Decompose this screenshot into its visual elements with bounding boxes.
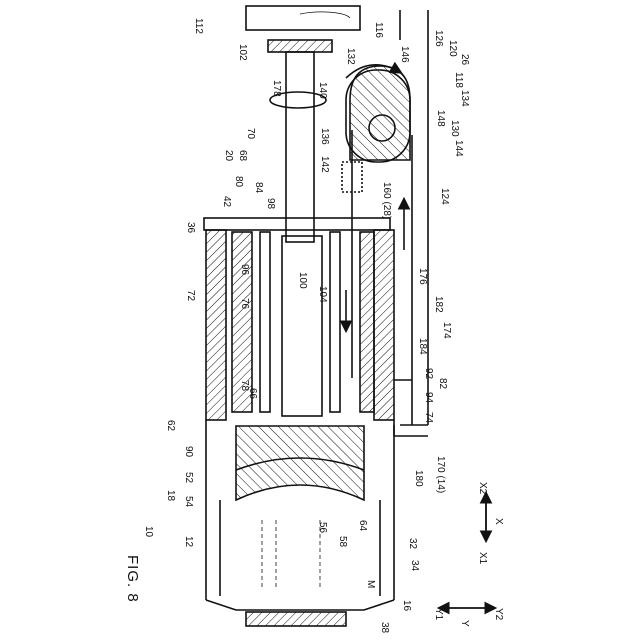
ref-label-62: 62 — [165, 420, 176, 432]
ref-label-96: 96 — [239, 264, 250, 276]
ref-label-32: 32 — [407, 538, 418, 550]
ref-label-98: 98 — [265, 198, 276, 210]
side-rail — [400, 10, 428, 425]
cartridge — [206, 500, 394, 626]
ref-label-12: 12 — [183, 536, 194, 548]
ref-label-144: 144 — [453, 140, 464, 157]
ref-label-176: 176 — [417, 268, 428, 285]
axis-label-y: Y — [459, 620, 470, 627]
ref-label-100: 100 — [297, 272, 308, 289]
figure-title: FIG. 8 — [124, 555, 141, 603]
ref-label-74: 74 — [423, 412, 434, 424]
axis-indicator: X1 X X2 Y1 Y Y2 — [433, 482, 504, 627]
axis-label-y1: Y1 — [433, 608, 444, 621]
ref-label-140: 140 — [317, 82, 328, 99]
axis-label-y2: Y2 — [493, 608, 504, 621]
axis-label-x1: X1 — [477, 552, 488, 565]
drive-wheel — [246, 6, 360, 30]
ref-label-56: 56 — [317, 522, 328, 534]
ref-label-20: 20 — [223, 150, 234, 162]
cable — [342, 130, 362, 378]
ref-label-132: 132 — [345, 48, 356, 65]
ref-label-84: 84 — [253, 182, 264, 194]
reference-labels: 1121161021781321461261202611813414014813… — [143, 18, 470, 634]
ref-label-26: 26 — [459, 54, 470, 66]
ref-label-36: 36 — [185, 222, 196, 234]
ref-label-118: 118 — [453, 72, 464, 88]
ref-label-92: 92 — [423, 368, 434, 380]
cap — [204, 218, 390, 230]
ref-label-10: 10 — [143, 526, 154, 538]
axis-label-x2: X2 — [477, 482, 488, 495]
ref-label-134: 134 — [459, 90, 470, 107]
ref-label-178: 178 — [271, 80, 282, 97]
ref-label-72: 72 — [185, 290, 196, 302]
frame — [394, 380, 428, 436]
flange — [268, 40, 332, 52]
ref-label-34: 34 — [409, 560, 420, 572]
ref-label-120: 120 — [447, 40, 458, 57]
ref-label-116: 116 — [373, 22, 384, 38]
ref-label-112: 112 — [193, 18, 204, 34]
ref-label-42: 42 — [221, 196, 232, 208]
ref-label-124: 124 — [439, 188, 450, 205]
ref-label-16: 16 — [401, 600, 412, 612]
plunger — [236, 426, 364, 500]
ref-label-180: 180 — [413, 470, 424, 487]
ref-label-136: 136 — [319, 128, 330, 145]
ref-label-54: 54 — [183, 496, 194, 508]
axis-label-x: X — [493, 518, 504, 525]
ref-label-68: 68 — [237, 150, 248, 162]
ref-label-94: 94 — [423, 392, 434, 404]
ref-label-102: 102 — [237, 44, 248, 61]
ref-label-m: M — [365, 580, 376, 588]
ref-label-90: 90 — [183, 446, 194, 458]
ref-label-66: 66 — [247, 388, 258, 400]
ref-label-64: 64 — [357, 520, 368, 532]
ref-label-126: 126 — [433, 30, 444, 47]
ref-label-160: 160 (28) — [381, 182, 392, 219]
ref-label-184: 184 — [417, 338, 428, 355]
ref-label-18: 18 — [165, 490, 176, 502]
ref-label-38: 38 — [379, 622, 390, 634]
pulley-assembly — [346, 65, 410, 162]
ref-label-58: 58 — [337, 536, 348, 548]
ref-label-182: 182 — [433, 296, 444, 313]
ref-label-170: 170 (14) — [435, 456, 446, 493]
ref-label-146: 146 — [399, 46, 410, 63]
ref-label-82: 82 — [437, 378, 448, 390]
ref-label-76: 76 — [239, 298, 250, 310]
ref-label-80: 80 — [233, 176, 244, 188]
ref-label-70: 70 — [245, 128, 256, 140]
ref-label-130: 130 — [449, 120, 460, 137]
ref-label-174: 174 — [441, 322, 452, 339]
ref-label-148: 148 — [435, 110, 446, 127]
ref-label-142: 142 — [319, 156, 330, 173]
ref-label-104: 104 — [317, 286, 328, 303]
ref-label-52: 52 — [183, 472, 194, 484]
